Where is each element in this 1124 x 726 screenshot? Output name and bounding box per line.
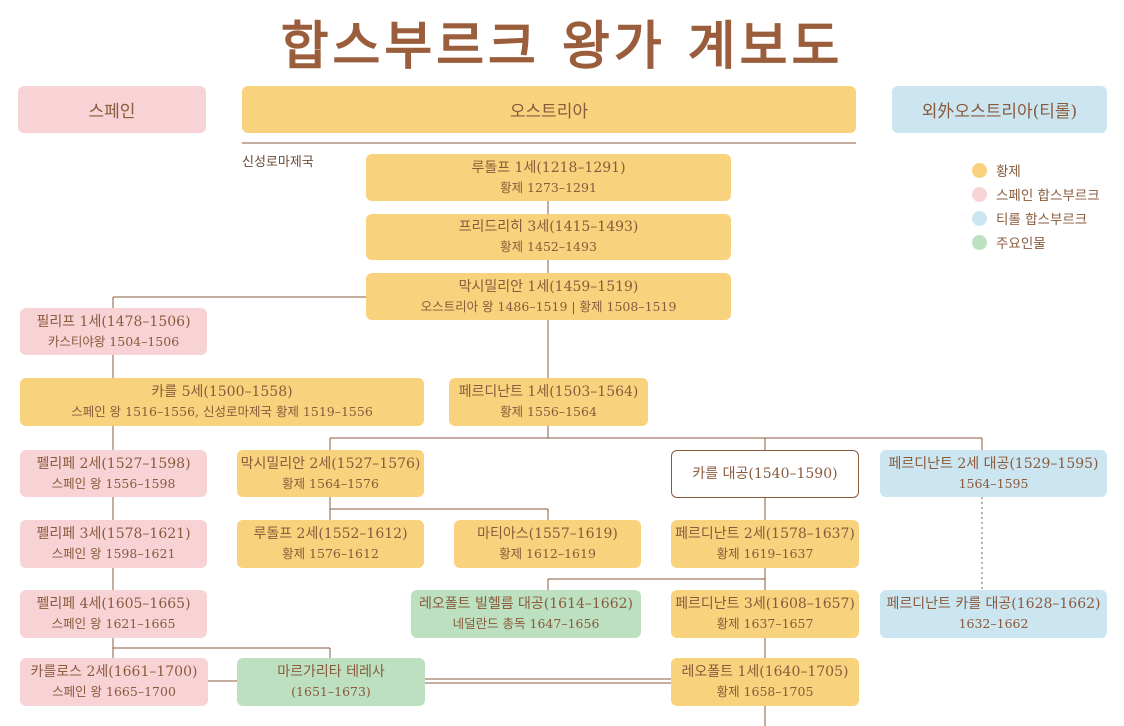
header-tyrol-label: 외外오스트리아(티롤) <box>921 102 1078 122</box>
node-sub: 스페인 왕 1556–1598 <box>51 475 176 491</box>
legend-dot <box>972 234 987 250</box>
node-sub: 오스트리아 왕 1486–1519 | 황제 1508–1519 <box>420 298 677 314</box>
node-felipe-4: 펠리페 4세(1605–1665) 스페인 왕 1621–1665 <box>20 590 207 638</box>
node-sub: 네덜란드 총독 1647–1656 <box>452 616 600 631</box>
node-name: 펠리페 2세(1527–1598) <box>36 455 191 472</box>
node-sub: (1651–1673) <box>291 684 371 699</box>
node-name: 페르디난트 2세 대공(1529–1595) <box>888 455 1099 472</box>
node-ferdinand-2-archduke: 페르디난트 2세 대공(1529–1595) 1564–1595 <box>880 450 1107 497</box>
legend-label: 스페인 합스부르크 <box>996 188 1100 204</box>
header-austria: 오스트리아 <box>242 86 856 133</box>
node-ferdinand-karl: 페르디난트 카를 대공(1628–1662) 1632–1662 <box>880 590 1107 638</box>
node-ferdinand-1: 페르디난트 1세(1503–1564) 황제 1556–1564 <box>449 378 648 426</box>
node-rudolf-1: 루돌프 1세(1218–1291) 황제 1273–1291 <box>366 154 731 201</box>
node-sub: 황제 1576–1612 <box>282 546 379 561</box>
header-spain: 스페인 <box>18 86 206 133</box>
node-name: 페르디난트 3세(1608–1657) <box>675 596 855 612</box>
node-margarita-teresa: 마르가리타 테레사 (1651–1673) <box>237 658 425 706</box>
node-name: 카를 5세(1500–1558) <box>151 384 293 400</box>
legend-dot <box>972 186 987 202</box>
node-sub: 황제 1556–1564 <box>500 404 597 419</box>
node-name: 프리드리히 3세(1415–1493) <box>458 219 639 235</box>
node-sub: 황제 1564–1576 <box>282 475 379 491</box>
header-spain-label: 스페인 <box>88 102 136 122</box>
legend-dot <box>972 210 987 226</box>
node-sub: 스페인 왕 1598–1621 <box>51 546 176 561</box>
node-sub: 황제 1637–1657 <box>716 616 814 631</box>
node-sub: 황제 1452–1493 <box>500 239 597 254</box>
legend-label: 황제 <box>996 164 1021 180</box>
node-sub: 카스티야왕 1504–1506 <box>47 333 180 349</box>
node-sub: 1564–1595 <box>958 475 1029 491</box>
node-name: 카를 대공(1540–1590) <box>692 465 838 482</box>
node-ferdinand-2: 페르디난트 2세(1578–1637) 황제 1619–1637 <box>671 520 859 568</box>
legend-item-spain: 스페인 합스부르크 <box>972 182 1100 206</box>
node-rudolf-2: 루돌프 2세(1552–1612) 황제 1576–1612 <box>237 520 424 568</box>
legend-label: 주요인물 <box>996 236 1046 252</box>
node-sub: 스페인 왕 1665–1700 <box>52 684 176 699</box>
node-name: 필리프 1세(1478–1506) <box>36 313 191 330</box>
node-name: 펠리페 3세(1578–1621) <box>36 526 191 542</box>
node-maximilian-2: 막시밀리안 2세(1527–1576) 황제 1564–1576 <box>237 450 424 497</box>
node-name: 루돌프 2세(1552–1612) <box>253 526 408 542</box>
node-sub: 스페인 왕 1621–1665 <box>51 616 176 631</box>
node-friedrich-3: 프리드리히 3세(1415–1493) 황제 1452–1493 <box>366 214 731 260</box>
node-carlos-2: 카를로스 2세(1661–1700) 스페인 왕 1665–1700 <box>20 658 208 706</box>
node-name: 페르디난트 카를 대공(1628–1662) <box>886 596 1101 612</box>
node-name: 루돌프 1세(1218–1291) <box>471 159 626 176</box>
legend-label: 티롤 합스부르크 <box>996 212 1088 228</box>
node-sub: 스페인 왕 1516–1556, 신성로마제국 황제 1519–1556 <box>71 404 373 419</box>
node-maximilian-1: 막시밀리안 1세(1459–1519) 오스트리아 왕 1486–1519 | … <box>366 273 731 320</box>
node-ferdinand-3: 페르디난트 3세(1608–1657) 황제 1637–1657 <box>671 590 859 638</box>
legend-item-key: 주요인물 <box>972 230 1100 254</box>
node-karl-archduke: 카를 대공(1540–1590) <box>671 450 859 498</box>
node-philip-1: 필리프 1세(1478–1506) 카스티야왕 1504–1506 <box>20 308 207 355</box>
legend: 황제 스페인 합스부르크 티롤 합스부르크 주요인물 <box>972 158 1100 254</box>
node-leopold-wilhelm: 레오폴트 빌헬름 대공(1614–1662) 네덜란드 총독 1647–1656 <box>411 590 641 638</box>
node-name: 막시밀리안 2세(1527–1576) <box>240 455 421 472</box>
hre-label: 신성로마제국 <box>242 155 314 170</box>
node-felipe-3: 펠리페 3세(1578–1621) 스페인 왕 1598–1621 <box>20 520 207 568</box>
node-name: 레오폴트 빌헬름 대공(1614–1662) <box>418 596 633 612</box>
node-name: 마르가리타 테레사 <box>277 664 385 680</box>
node-karl-5: 카를 5세(1500–1558) 스페인 왕 1516–1556, 신성로마제국… <box>20 378 424 426</box>
node-sub: 황제 1273–1291 <box>500 179 597 195</box>
legend-dot <box>972 162 987 178</box>
node-sub: 황제 1658–1705 <box>716 684 814 699</box>
node-sub: 황제 1612–1619 <box>499 546 596 561</box>
node-name: 페르디난트 1세(1503–1564) <box>458 384 639 400</box>
node-name: 카를로스 2세(1661–1700) <box>30 664 198 680</box>
node-leopold-1: 레오폴트 1세(1640–1705) 황제 1658–1705 <box>671 658 859 706</box>
node-felipe-2: 펠리페 2세(1527–1598) 스페인 왕 1556–1598 <box>20 450 207 497</box>
node-name: 마티아스(1557–1619) <box>477 526 618 542</box>
node-name: 펠리페 4세(1605–1665) <box>36 596 191 612</box>
node-name: 막시밀리안 1세(1459–1519) <box>458 278 639 295</box>
node-sub: 1632–1662 <box>958 616 1029 631</box>
chart-title: 합스부르크 왕가 계보도 <box>280 17 844 77</box>
node-name: 레오폴트 1세(1640–1705) <box>681 664 849 680</box>
node-name: 페르디난트 2세(1578–1637) <box>675 526 855 542</box>
legend-item-emperor: 황제 <box>972 158 1100 182</box>
node-matthias: 마티아스(1557–1619) 황제 1612–1619 <box>454 520 641 568</box>
legend-item-tyrol: 티롤 합스부르크 <box>972 206 1100 230</box>
node-sub: 황제 1619–1637 <box>716 546 814 561</box>
header-tyrol: 외外오스트리아(티롤) <box>892 86 1107 133</box>
header-austria-label: 오스트리아 <box>509 102 589 122</box>
